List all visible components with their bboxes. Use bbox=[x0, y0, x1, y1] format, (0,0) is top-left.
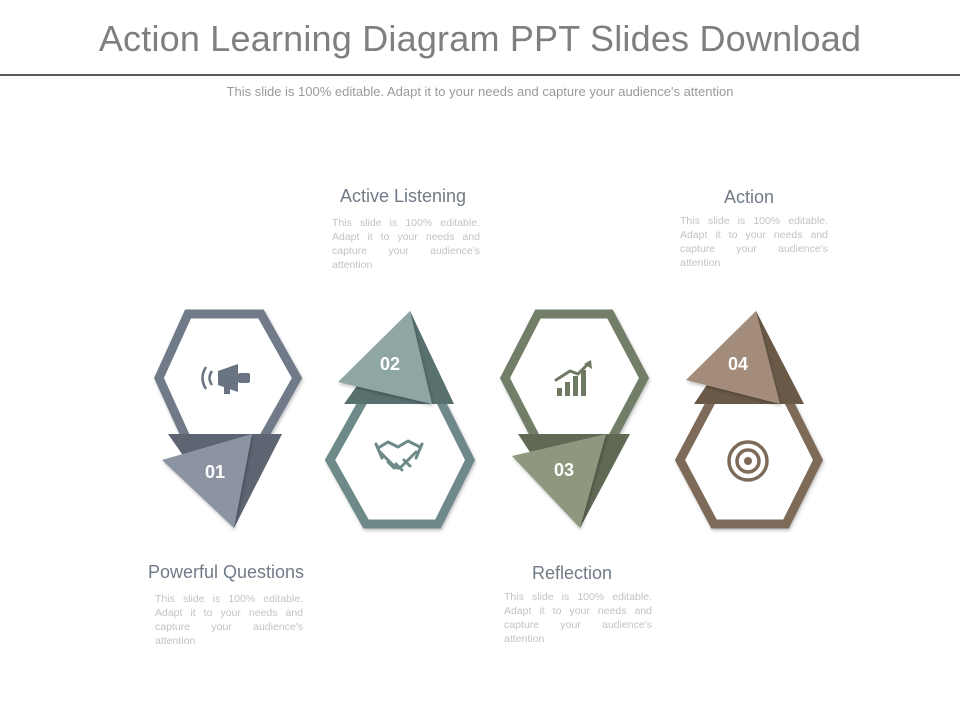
step-2-description: This slide is 100% editable. Adapt it to… bbox=[332, 217, 480, 271]
step-2-number: 02 bbox=[380, 354, 400, 374]
step-4-heading: Action bbox=[723, 187, 775, 207]
target-icon bbox=[727, 440, 769, 482]
slide-subtitle: This slide is 100% editable. Adapt it to… bbox=[226, 84, 734, 99]
step-2-shape: 02 bbox=[324, 311, 476, 529]
step-1-heading: Powerful Questions bbox=[147, 562, 305, 582]
step-1-shape: 01 bbox=[154, 309, 303, 528]
step-3-description: This slide is 100% editable. Adapt it to… bbox=[504, 591, 652, 645]
handshake-icon bbox=[374, 439, 424, 472]
step-3-triangle bbox=[512, 434, 606, 528]
step-2-triangle bbox=[338, 311, 432, 404]
growth-chart-icon bbox=[554, 360, 592, 396]
title-divider bbox=[0, 74, 960, 76]
step-3-shape: 03 bbox=[499, 309, 650, 528]
step-4-description: This slide is 100% editable. Adapt it to… bbox=[680, 215, 828, 269]
step-4-shape: 04 bbox=[674, 311, 824, 529]
step-1-number: 01 bbox=[205, 462, 225, 482]
step-1-description: This slide is 100% editable. Adapt it to… bbox=[155, 593, 303, 647]
step-2-heading: Active Listening bbox=[339, 186, 467, 206]
step-3-heading: Reflection bbox=[531, 563, 613, 583]
step-2-hexagon bbox=[324, 391, 476, 529]
step-3-number: 03 bbox=[554, 460, 574, 480]
slide-title: Action Learning Diagram PPT Slides Downl… bbox=[98, 18, 862, 59]
step-4-number: 04 bbox=[728, 354, 748, 374]
megaphone-icon bbox=[201, 364, 250, 394]
step-1-triangle bbox=[162, 434, 252, 528]
step-4-triangle bbox=[686, 311, 780, 404]
